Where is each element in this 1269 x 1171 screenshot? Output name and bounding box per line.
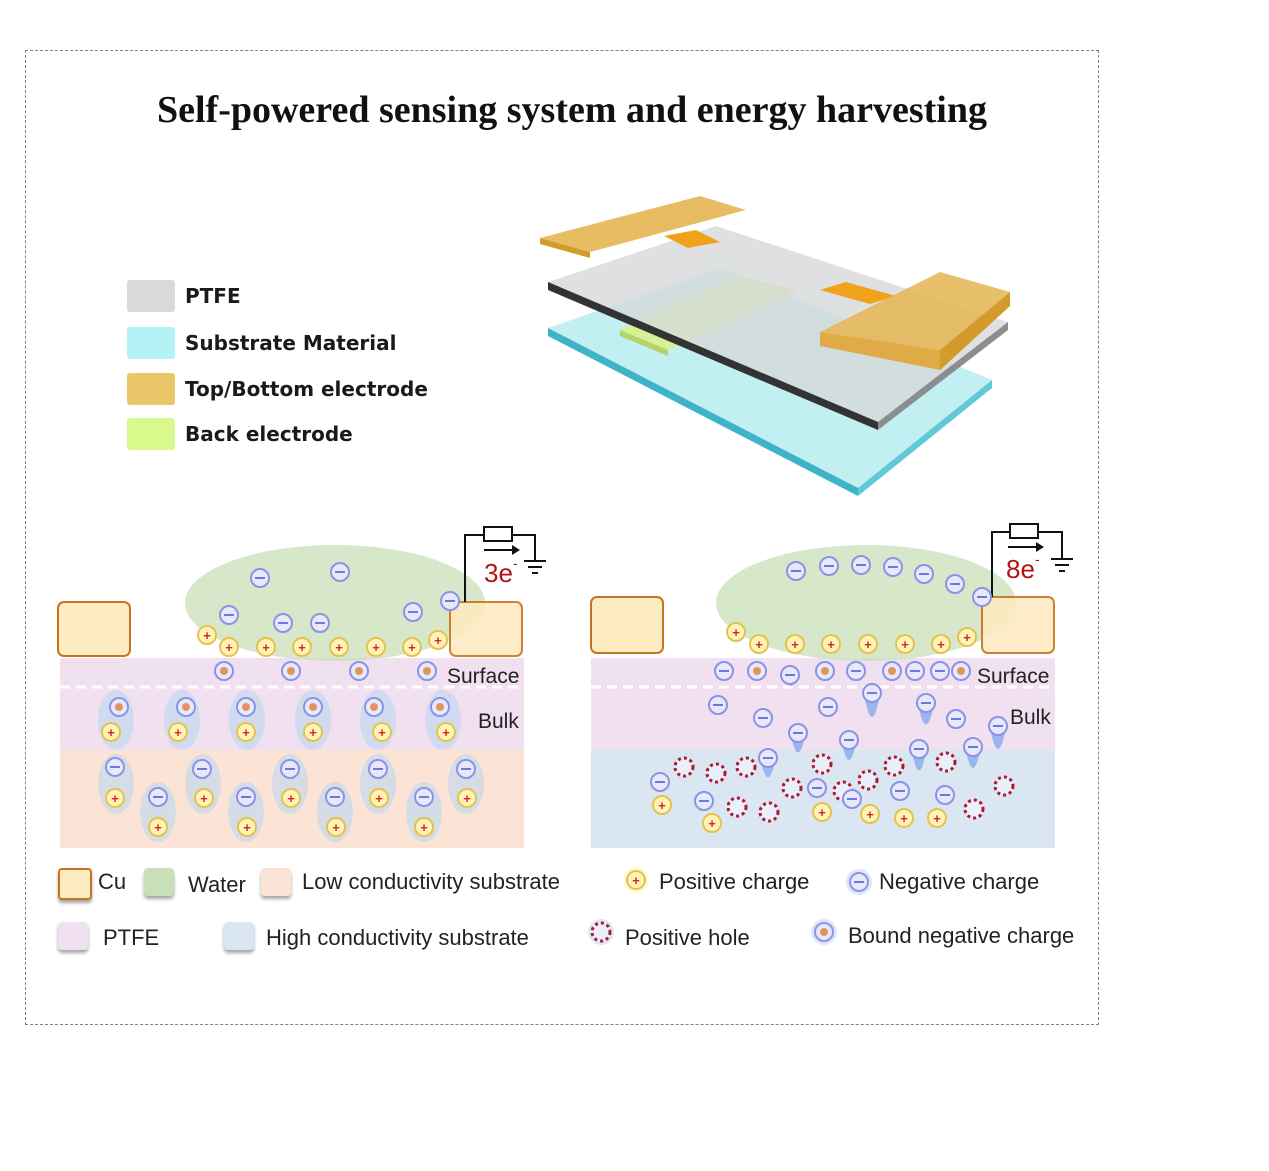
svg-text:+: +: [827, 637, 835, 652]
svg-text:+: +: [463, 791, 471, 806]
svg-text:+: +: [708, 816, 716, 831]
svg-text:+: +: [375, 791, 383, 806]
circuit-wire-r: [991, 531, 1010, 597]
positive-hole-icon: [588, 919, 614, 945]
resistor: [483, 526, 513, 542]
surface-label-left: Surface: [447, 665, 519, 688]
substrate-swatch: [127, 327, 175, 359]
electron-count-right: 8e: [1006, 554, 1035, 584]
electrode-swatch: [127, 373, 175, 405]
bound-negative-label: Bound negative charge: [848, 923, 1075, 948]
surface-label-right: Surface: [977, 665, 1049, 688]
ptfe-label-bottom: PTFE: [103, 925, 160, 950]
svg-text:+: +: [335, 640, 343, 655]
positive-charges-right: [652, 622, 977, 833]
svg-text:+: +: [378, 725, 386, 740]
svg-text:+: +: [203, 628, 211, 643]
svg-text:+: +: [298, 640, 306, 655]
svg-text:+: +: [818, 805, 826, 820]
positive-hole-label: Positive hole: [625, 925, 750, 950]
svg-text:+: +: [287, 791, 295, 806]
positive-signs-right: + + + + + + + + + + + + + +: [658, 625, 971, 831]
svg-text:+: +: [372, 640, 380, 655]
svg-text:+: +: [658, 798, 666, 813]
svg-text:+: +: [933, 811, 941, 826]
bound-charge-cores-left: [115, 667, 444, 711]
negative-charge-icon: [846, 869, 872, 895]
legend-ptfe-label: PTFE: [185, 284, 241, 308]
svg-text:+: +: [442, 725, 450, 740]
svg-text:+: +: [242, 725, 250, 740]
svg-text:+: +: [937, 637, 945, 652]
high-substrate-label: High conductivity substrate: [266, 925, 529, 950]
svg-text:+: +: [225, 640, 233, 655]
ptfe-swatch: [127, 280, 175, 312]
low-substrate-swatch: [261, 868, 291, 896]
negative-signs-left: [110, 571, 471, 798]
svg-text:+: +: [111, 791, 119, 806]
svg-text:+: +: [174, 725, 182, 740]
svg-text:+: +: [866, 807, 874, 822]
left-cross-section: 3e - Surface Bulk: [57, 526, 546, 848]
svg-text:+: +: [420, 820, 428, 835]
svg-text:+: +: [408, 640, 416, 655]
negative-charge-label: Negative charge: [879, 869, 1040, 894]
svg-text:+: +: [243, 820, 251, 835]
low-substrate-label: Low conductivity substrate: [302, 869, 561, 894]
electron-count-left: 3e: [484, 558, 513, 588]
legend-substrate-label: Substrate Material: [185, 331, 397, 355]
cu-electrode-right-r: [981, 596, 1055, 654]
back-electrode-swatch: [127, 418, 175, 450]
bound-charge-cores-right: [753, 667, 965, 675]
svg-text:+: +: [262, 640, 270, 655]
svg-text:+: +: [864, 637, 872, 652]
bulk-label-right: Bulk: [1010, 706, 1051, 729]
positive-charge-label: Positive charge: [659, 869, 810, 894]
cu-electrode-left-r: [590, 596, 664, 654]
right-cross-section: 8e - Surface Bulk: [590, 523, 1073, 848]
ptfe-swatch-bottom: [58, 922, 88, 950]
bulk-label-left: Bulk: [478, 710, 519, 733]
bound-negative-charge-icon: [811, 919, 837, 945]
water-label: Water: [188, 872, 246, 897]
svg-text:+: +: [434, 633, 442, 648]
positive-charges-left: [101, 625, 477, 837]
cu-electrode-left: [57, 601, 131, 657]
svg-text:+: +: [791, 637, 799, 652]
resistor-r: [1009, 523, 1039, 539]
figure-frame: [25, 50, 1099, 1025]
legend-back-electrode-label: Back electrode: [185, 422, 353, 446]
negative-signs-right: [655, 564, 1003, 802]
svg-text:+: +: [901, 637, 909, 652]
svg-text:+: +: [332, 820, 340, 835]
electron-superscript-left: -: [513, 555, 518, 571]
svg-text:+: +: [755, 637, 763, 652]
svg-text:+: +: [309, 725, 317, 740]
water-swatch: [144, 868, 174, 896]
svg-text:+: +: [200, 791, 208, 806]
electron-superscript-right: -: [1035, 551, 1040, 567]
svg-text:+: +: [107, 725, 115, 740]
cu-label: Cu: [98, 869, 127, 894]
svg-text:+: +: [732, 625, 740, 640]
positive-signs-left: + + + + + + + + + + + + + + + + + + + + + + +: [107, 628, 471, 835]
device-3d-illustration: [540, 196, 1010, 496]
circuit-wire-2: [512, 534, 536, 560]
circuit-wire: [464, 534, 484, 602]
svg-text:+: +: [963, 630, 971, 645]
cu-swatch: [58, 868, 92, 900]
positive-charge-icon: +: [623, 867, 649, 893]
cu-electrode-right: [449, 601, 523, 657]
svg-text:+: +: [900, 811, 908, 826]
figure-title: Self-powered sensing system and energy h…: [156, 89, 987, 131]
legend-electrode-label: Top/Bottom electrode: [185, 377, 428, 401]
svg-text:+: +: [632, 873, 640, 888]
svg-text:+: +: [154, 820, 162, 835]
high-substrate-swatch: [224, 922, 254, 950]
